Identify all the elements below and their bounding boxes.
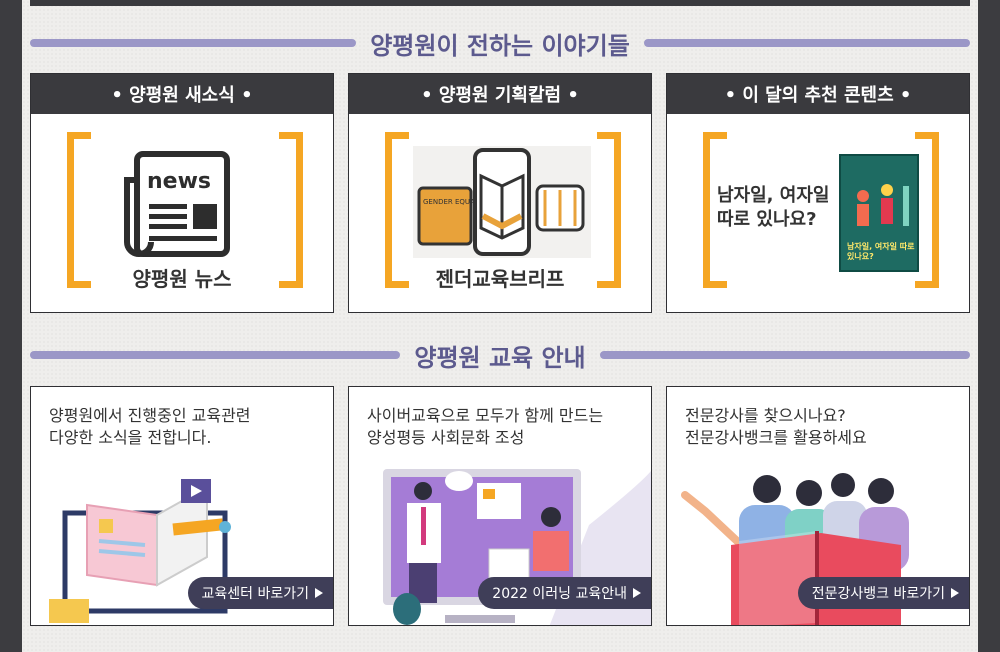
card-header: • 양평원 새소식 •	[31, 74, 333, 114]
edu-center-button[interactable]: 교육센터 바로가기	[187, 577, 333, 609]
section-title: 양평원 교육 안내	[414, 343, 586, 372]
description-line: 전문강사를 찾으시나요?	[685, 406, 846, 425]
description-line: 다양한 소식을 전합니다.	[49, 428, 212, 447]
caption-line: 따로 있나요?	[717, 209, 817, 230]
book-cover-title: 남자일, 여자일 따로 있나요?	[847, 242, 915, 261]
divider-line	[599, 351, 970, 359]
play-arrow-icon	[951, 588, 959, 598]
column-caption: 젠더교육브리프	[435, 267, 565, 291]
top-strip	[30, 0, 970, 6]
section-title: 양평원이 전하는 이야기들	[370, 31, 630, 60]
description-line: 전문강사뱅크를 활용하세요	[685, 428, 867, 447]
elearning-illustration	[383, 469, 651, 625]
divider-line	[30, 39, 357, 47]
instructor-bank-card[interactable]: 전문강사를 찾으시나요? 전문강사뱅크를 활용하세요 전문강사뱅크 바로가기	[666, 386, 970, 626]
section-header-education: 양평원 교육 안내	[30, 338, 970, 372]
newspaper-icon: news	[124, 151, 230, 257]
play-arrow-icon	[315, 588, 323, 598]
divider-line	[30, 351, 401, 359]
recommend-caption: 남자일, 여자일 따로 있나요?	[717, 184, 847, 232]
bracket-left	[703, 132, 727, 288]
bracket-right	[597, 132, 621, 288]
elearning-button[interactable]: 2022 이러닝 교육안내	[478, 577, 651, 609]
caption-line: 남자일, 여자일	[717, 185, 830, 206]
bracket-left	[67, 132, 91, 288]
bracket-right	[279, 132, 303, 288]
button-label: 전문강사뱅크 바로가기	[811, 586, 945, 602]
bracket-left	[385, 132, 409, 288]
news-card[interactable]: • 양평원 새소식 • news 양평원 뉴스	[30, 73, 334, 313]
edu-description: 양평원에서 진행중인 교육관련 다양한 소식을 전합니다.	[49, 405, 251, 449]
card-header: • 이 달의 추천 콘텐츠 •	[667, 74, 969, 114]
column-card[interactable]: • 양평원 기획칼럼 • GENDER EQUALITY 젠더교육브리프	[348, 73, 652, 313]
description-line: 양평원에서 진행중인 교육관련	[49, 406, 251, 425]
recommend-card[interactable]: • 이 달의 추천 콘텐츠 • 남자일, 여자일 따로 있나요? 남자일, 여자…	[666, 73, 970, 313]
book-cover-image: 남자일, 여자일 따로 있나요?	[839, 154, 919, 272]
button-label: 2022 이러닝 교육안내	[492, 586, 627, 602]
edu-description: 전문강사를 찾으시나요? 전문강사뱅크를 활용하세요	[685, 405, 867, 449]
edu-center-card[interactable]: 양평원에서 진행중인 교육관련 다양한 소식을 전합니다. 교육센터 바로가기	[30, 386, 334, 626]
divider-line	[643, 39, 970, 47]
section-header-stories: 양평원이 전하는 이야기들	[30, 26, 970, 60]
description-line: 양성평등 사회문화 조성	[367, 428, 525, 447]
description-line: 사이버교육으로 모두가 함께 만드는	[367, 406, 604, 425]
bracket-right	[915, 132, 939, 288]
button-label: 교육센터 바로가기	[201, 586, 310, 602]
card-header: • 양평원 기획칼럼 •	[349, 74, 651, 114]
news-caption: 양평원 뉴스	[132, 267, 232, 291]
play-arrow-icon	[633, 588, 641, 598]
monitor-book-illustration	[49, 479, 231, 623]
book-phone-icon: GENDER EQUALITY	[413, 146, 591, 258]
svg-text:GENDER EQUALITY: GENDER EQUALITY	[423, 198, 490, 206]
edu-description: 사이버교육으로 모두가 함께 만드는 양성평등 사회문화 조성	[367, 405, 603, 449]
svg-text:news: news	[147, 169, 211, 194]
instructor-bank-button[interactable]: 전문강사뱅크 바로가기	[797, 577, 969, 609]
elearning-card[interactable]: 사이버교육으로 모두가 함께 만드는 양성평등 사회문화 조성 2022 이러닝…	[348, 386, 652, 626]
